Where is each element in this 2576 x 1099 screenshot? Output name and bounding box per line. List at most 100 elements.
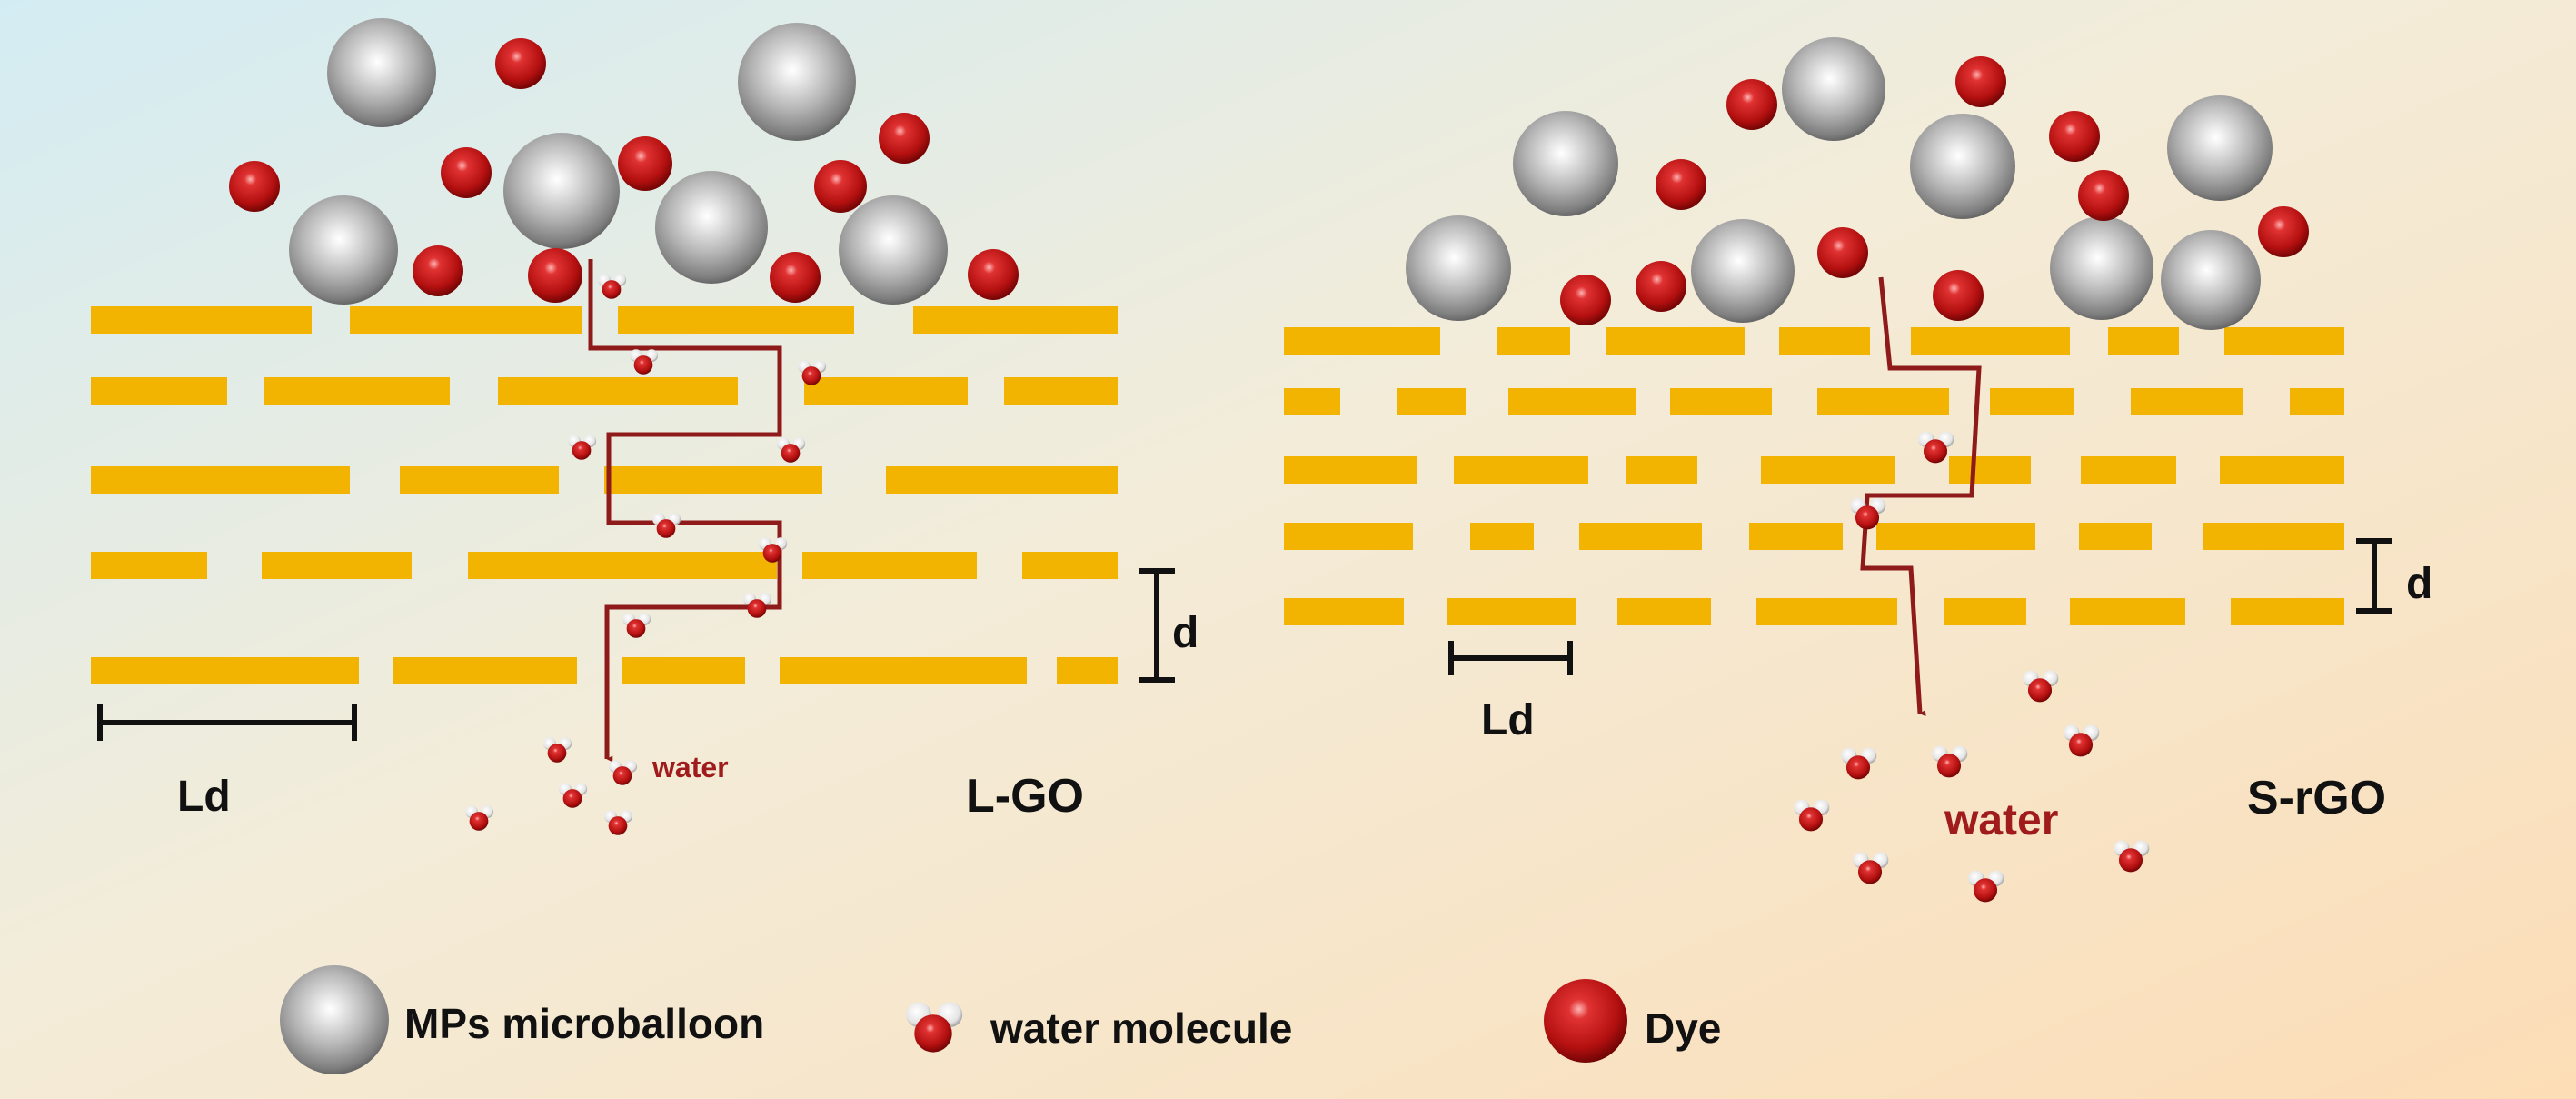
graphene-oxide-sheet (1944, 598, 2026, 625)
dye-molecule (770, 252, 821, 303)
graphene-oxide-sheet (2070, 598, 2185, 625)
graphene-oxide-sheet (804, 377, 968, 405)
microballoon (1406, 215, 1511, 321)
dye-molecule (229, 161, 280, 212)
graphene-oxide-sheet (780, 657, 1027, 684)
graphene-oxide-sheet (802, 552, 977, 579)
dye-molecule (528, 248, 582, 303)
oxygen-atom (1855, 505, 1880, 530)
graphene-oxide-sheet (2224, 327, 2344, 355)
microballoon (1513, 111, 1618, 216)
graphene-oxide-sheet (1626, 456, 1697, 484)
oxygen-atom (656, 519, 676, 538)
graphene-oxide-sheet (1497, 327, 1570, 355)
water-molecule-icon (1794, 799, 1830, 832)
water-molecule-icon (630, 349, 659, 375)
oxygen-atom (626, 619, 646, 638)
microballoon (327, 18, 436, 127)
graphene-oxide-sheet (622, 657, 745, 684)
graphene-oxide-sheet (91, 657, 359, 684)
graphene-oxide-sheet (1670, 388, 1772, 415)
water-molecule-icon (777, 437, 806, 463)
water-molecule-icon (598, 274, 627, 299)
oxygen-atom (562, 789, 582, 808)
graphene-oxide-sheet (2108, 327, 2179, 355)
lateral-length-bar (1448, 641, 1573, 675)
dye-molecule (1656, 159, 1706, 210)
water-molecule-icon (743, 593, 772, 618)
graphene-oxide-sheet (1284, 388, 1340, 415)
dye-molecule (495, 38, 546, 89)
graphene-oxide-sheet (1057, 657, 1118, 684)
interlayer-spacing-bracket (2356, 538, 2392, 614)
water-permeation-path (1860, 276, 1982, 717)
graphene-oxide-sheet (2131, 388, 2243, 415)
graphene-oxide-sheet (1949, 456, 2031, 484)
dye-molecule (1636, 261, 1686, 312)
water-molecules (1794, 431, 2150, 903)
graphene-oxide-sheet (2220, 456, 2344, 484)
graphene-oxide-sheet (2231, 598, 2344, 625)
graphene-oxide-sheet (1454, 456, 1588, 484)
microballoon (289, 195, 398, 305)
oxygen-atom (747, 599, 767, 618)
graphene-oxide-sheet (1284, 523, 1413, 550)
water-molecule-icon (1968, 870, 2004, 903)
microballoon (2161, 230, 2261, 330)
oxygen-atom (612, 766, 632, 785)
dye-molecule (2078, 170, 2129, 221)
graphene-oxide-sheet (393, 657, 577, 684)
dye-molecule (1560, 275, 1611, 325)
oxygen-atom (781, 444, 801, 463)
panel-s-rgo: d Ld water S-rGO (1284, 37, 2432, 903)
graphene-oxide-sheet (1397, 388, 1466, 415)
dye-molecules (229, 38, 1019, 303)
water-molecules (465, 274, 827, 835)
legend: MPs microballoon water molecule Dye (280, 965, 1721, 1074)
graphene-oxide-sheet (1579, 523, 1702, 550)
microballoon-swatch (280, 965, 389, 1074)
legend-dye-label: Dye (1645, 1004, 1721, 1052)
graphene-oxide-sheet (2203, 523, 2344, 550)
oxygen-atom (633, 355, 653, 375)
oxygen-atom (2118, 848, 2143, 873)
microballoon (1691, 219, 1795, 323)
graphene-oxide-sheet (1004, 377, 1118, 405)
water-molecule-icon (652, 513, 681, 538)
oxygen-atom (1936, 754, 1962, 778)
dye-molecule (413, 245, 463, 296)
dye-molecule (2049, 111, 2100, 162)
legend-dye: Dye (1544, 979, 1721, 1063)
graphene-oxide-sheet (1749, 523, 1843, 550)
graphene-oxide-sheet (1508, 388, 1636, 415)
dye-molecule (2258, 206, 2309, 257)
legend-microballoon: MPs microballoon (280, 965, 764, 1074)
microballoon (503, 133, 620, 249)
oxygen-atom (762, 544, 782, 563)
graphene-oxide-sheet (1990, 388, 2074, 415)
graphene-oxide-sheet (1761, 456, 1895, 484)
spacing-label: d (2406, 560, 2432, 608)
oxygen-atom (914, 1014, 952, 1053)
graphene-oxide-sheet (1022, 552, 1118, 579)
graphene-oxide-sheet (886, 466, 1118, 494)
graphene-oxide-sheet (2290, 388, 2344, 415)
microballoon (2050, 216, 2153, 320)
sheet-layers (91, 306, 1118, 684)
legend-water-label: water molecule (990, 1004, 1292, 1052)
dye-molecule (618, 136, 672, 191)
water-molecule-icon (1850, 497, 1886, 530)
microballoon (839, 195, 948, 305)
oxygen-atom (608, 816, 628, 835)
graphene-oxide-sheet (2079, 523, 2152, 550)
graphene-oxide-sheet (1817, 388, 1949, 415)
dye-molecule (441, 147, 492, 198)
oxygen-atom (602, 280, 622, 299)
graphene-oxide-sheet (1756, 598, 1897, 625)
water-molecule-icon (1841, 747, 1877, 780)
spacing-label: d (1172, 609, 1198, 657)
water-molecule-icon (568, 435, 597, 460)
graphene-oxide-sheet (913, 306, 1118, 334)
graphene-oxide-sheet (2081, 456, 2176, 484)
